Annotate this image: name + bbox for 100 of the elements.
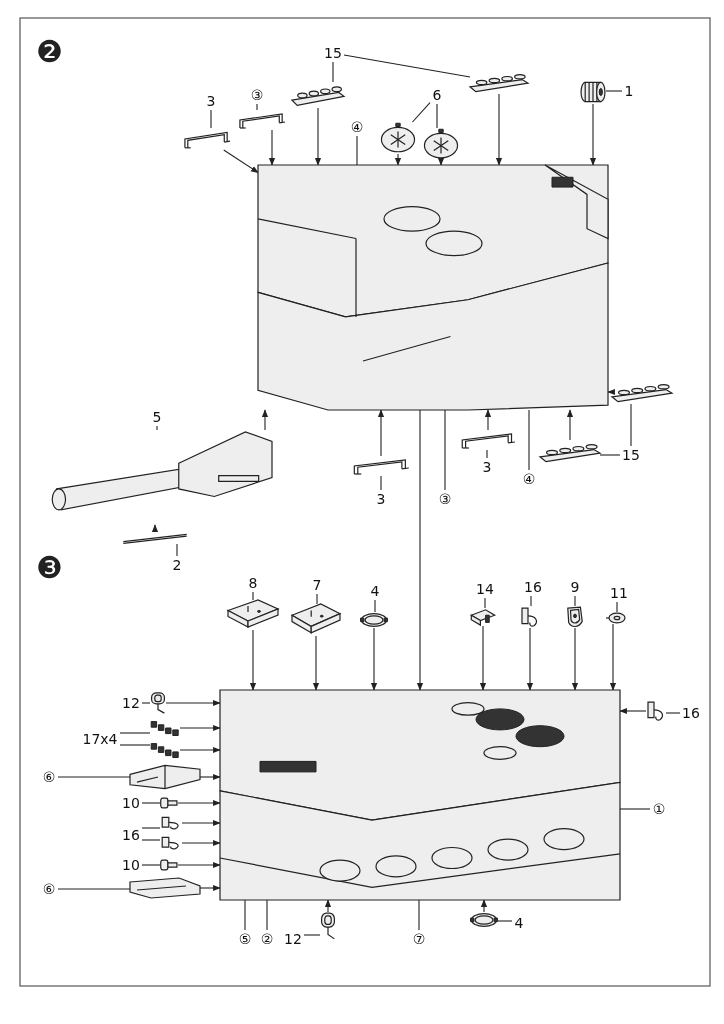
assembly-arrow (177, 861, 221, 869)
hook-drawing (160, 816, 182, 830)
callout-number: 4 (368, 582, 382, 600)
assembly-arrow (268, 129, 276, 166)
callout-number: 3 (204, 92, 218, 110)
leader-line (303, 934, 321, 936)
hull-drawing (220, 690, 620, 900)
leader-line (380, 475, 382, 491)
assembly-arrow (437, 158, 445, 166)
disc-drawing (423, 128, 459, 160)
leader-line (528, 409, 530, 471)
turret-drawing (258, 165, 608, 410)
callout-number: 16 (680, 704, 702, 722)
assembly-arrow (479, 625, 487, 691)
assembly-arrow (394, 153, 402, 166)
leader-line (141, 827, 161, 829)
callout-number: 12 (282, 930, 304, 948)
callout-number: 11 (608, 584, 630, 602)
handle-drawing (238, 110, 286, 130)
tab-drawing (320, 912, 336, 940)
step-number: ❸ (36, 552, 63, 584)
tab-drawing (150, 692, 166, 714)
leader-line (484, 597, 486, 609)
leader-line (332, 61, 334, 83)
leader-line (119, 744, 151, 746)
blocks-drawing (150, 742, 180, 758)
leader-line (156, 425, 158, 431)
hook-drawing (646, 700, 666, 722)
leader-line (530, 595, 532, 607)
assembly-arrow (261, 409, 269, 431)
leader-line (605, 90, 623, 92)
handle-drawing (352, 456, 410, 476)
callout-number: 12 (120, 694, 142, 712)
callout-number: ⑥ (40, 880, 58, 898)
leader-line (497, 920, 513, 922)
leader-line (630, 403, 632, 447)
leader-line (266, 899, 268, 931)
assembly-arrow (566, 409, 574, 441)
leader-line (256, 103, 258, 111)
clip-drawing (470, 608, 496, 626)
assembly-arrow (165, 699, 221, 707)
bow-plate-drawing (130, 764, 200, 790)
leader-line (57, 776, 131, 778)
callout-number: 7 (310, 576, 324, 594)
assembly-arrow (526, 627, 534, 691)
callout-number: 3 (374, 490, 388, 508)
callout-number: 1 (622, 82, 636, 100)
leader-line (316, 593, 318, 605)
leader-line (418, 899, 420, 931)
leader-line (343, 54, 471, 78)
callout-number: 10 (120, 794, 142, 812)
callout-number: ③ (436, 490, 454, 508)
leader-line (411, 102, 431, 123)
leader-line (356, 135, 358, 166)
callout-number: ② (258, 930, 276, 948)
leader-line (210, 109, 212, 129)
assembly-arrow (324, 899, 332, 913)
bolt-drawing (160, 796, 178, 810)
rod-drawing (122, 532, 188, 544)
step-number: ❷ (36, 36, 63, 68)
callout-number: ④ (520, 470, 538, 488)
callout-number: ③ (248, 86, 266, 104)
hook-drawing (160, 836, 182, 850)
leader-line (141, 702, 151, 704)
eyelet-drawing (606, 612, 626, 624)
assembly-arrow (609, 623, 617, 691)
callout-number: 6 (430, 86, 444, 104)
assembly-arrow (571, 627, 579, 691)
leader-line (57, 888, 131, 890)
assembly-arrow (480, 899, 488, 913)
callout-number: 8 (246, 574, 260, 592)
leader-line (486, 449, 488, 459)
assembly-arrow (312, 635, 320, 691)
disc-drawing (380, 122, 416, 154)
callout-number: 17x4 (80, 730, 120, 748)
ring-drawing (470, 912, 498, 928)
ring-drawing (360, 612, 388, 628)
leader-line (374, 599, 376, 613)
canister-drawing (580, 80, 606, 104)
leader-line (176, 543, 178, 557)
lower-plate-drawing (130, 878, 200, 898)
hook-drawing (520, 606, 540, 628)
assembly-arrow (151, 524, 159, 533)
callout-number: 16 (120, 826, 142, 844)
callout-number: 4 (512, 914, 526, 932)
callout-number: 16 (522, 578, 544, 596)
plate-drawing (228, 600, 278, 630)
assembly-arrow (377, 409, 385, 457)
callout-number: ④ (348, 118, 366, 136)
callout-number: ① (650, 800, 668, 818)
callout-number: ⑦ (410, 930, 428, 948)
leader-line (141, 802, 161, 804)
callout-number: 3 (480, 458, 494, 476)
leader-line (574, 595, 576, 607)
leader-line (436, 103, 438, 129)
callout-number: 15 (620, 446, 642, 464)
leader-line (141, 839, 161, 841)
callout-number: 15 (322, 44, 344, 62)
leader-line (599, 454, 621, 456)
assembly-arrow (179, 724, 221, 732)
